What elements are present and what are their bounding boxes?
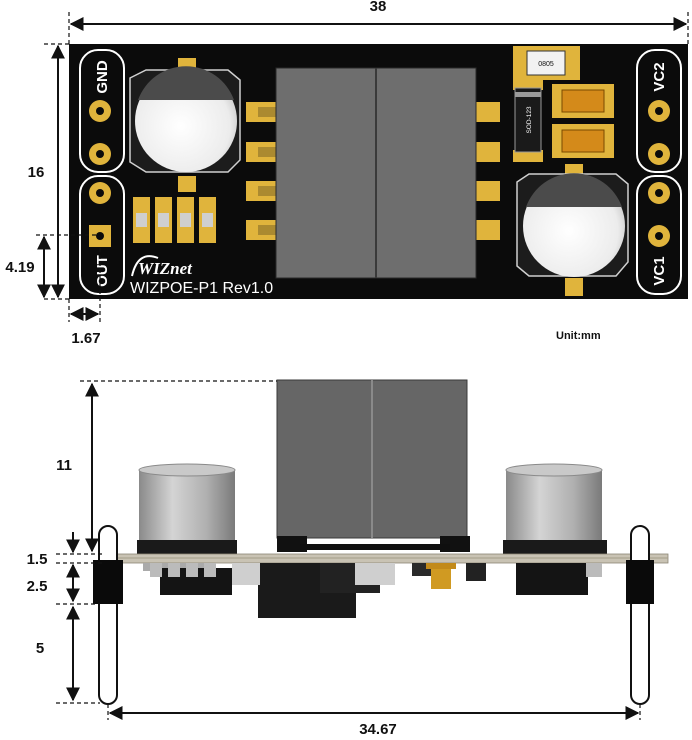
component-0805: 0805 (513, 46, 580, 80)
bottom-components (143, 563, 602, 618)
header-pin-right (626, 525, 654, 705)
dim-pin-span: 34.67 (359, 721, 397, 738)
side-view (93, 379, 669, 705)
dim-height: 16 (28, 164, 45, 181)
dim-pin-length: 5 (36, 640, 44, 657)
dim-header-block: 2.5 (27, 578, 48, 595)
board-revision-text: WIZPOE-P1 Rev1.0 (130, 280, 273, 297)
pin-label-gnd: GND (94, 60, 111, 94)
pin-outline-vc1 (636, 175, 682, 295)
wiznet-logo: WIZnet (138, 259, 193, 278)
top-dimensions: 38 16 4.19 1.67 Unit:mm (5, 0, 689, 347)
pin-outline-vc2 (636, 49, 682, 173)
svg-text:0805: 0805 (538, 61, 554, 68)
pin-label-vc1: VC1 (651, 256, 668, 285)
unit-label: Unit:mm (556, 330, 601, 342)
tantalum-capacitors (552, 84, 614, 158)
svg-text:SOD-123: SOD-123 (526, 106, 533, 133)
capacitor-left-side (137, 463, 237, 554)
capacitor-right (516, 164, 629, 296)
header-pin-left (93, 525, 123, 705)
capacitor-left (129, 58, 241, 192)
dim-transformer-height: 11 (56, 457, 72, 474)
component-sod123: SOD-123 (513, 80, 543, 162)
dim-out-pin-y: 4.19 (5, 259, 34, 276)
transformer-top (275, 67, 477, 279)
capacitor-right-side (503, 463, 607, 554)
dim-width: 38 (370, 0, 387, 15)
side-dimensions: 11 1.5 2.5 5 34.67 (27, 380, 641, 738)
pin-label-out: OUT (94, 255, 111, 287)
pin-outline-gnd (79, 49, 125, 173)
resistor-array (131, 196, 219, 244)
transformer-side (276, 379, 470, 552)
dim-pin-x: 1.67 (71, 330, 100, 347)
top-view: GND OUT VC2 VC1 (69, 44, 688, 299)
pin-label-vc2: VC2 (651, 62, 668, 91)
dim-pcb-thickness: 1.5 (27, 551, 48, 568)
transformer-pads (246, 102, 500, 240)
